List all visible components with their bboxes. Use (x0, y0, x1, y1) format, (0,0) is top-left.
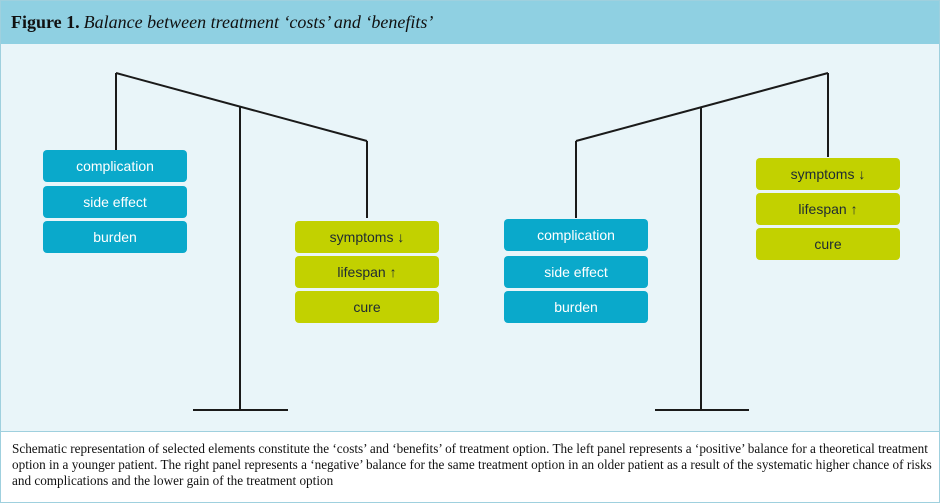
left-cost-side-effect: side effect (43, 186, 187, 218)
right-benefit-symptoms: symptoms ↓ (756, 158, 900, 190)
left-benefit-cure: cure (295, 291, 439, 323)
right-scale (575, 72, 829, 411)
right-cost-burden: burden (504, 291, 648, 323)
right-benefit-cure: cure (756, 228, 900, 260)
caption-text: Schematic representation of selected ele… (12, 441, 932, 488)
figure-caption: Schematic representation of selected ele… (1, 431, 939, 502)
right-cost-complication: complication (504, 219, 648, 251)
left-scale (115, 72, 368, 411)
left-benefit-symptoms: symptoms ↓ (295, 221, 439, 253)
left-cost-burden: burden (43, 221, 187, 253)
right-cost-side-effect: side effect (504, 256, 648, 288)
balance-scales-svg (115, 72, 829, 411)
left-cost-complication: complication (43, 150, 187, 182)
right-benefit-lifespan: lifespan ↑ (756, 193, 900, 225)
balance-diagram: complication side effect burden symptoms… (1, 44, 939, 431)
left-beam (115, 72, 368, 142)
figure-header: Figure 1.Balance between treatment ‘cost… (1, 1, 939, 44)
figure-title: Figure 1.Balance between treatment ‘cost… (11, 12, 433, 33)
figure-title-text: Balance between treatment ‘costs’ and ‘b… (83, 12, 434, 32)
left-benefit-lifespan: lifespan ↑ (295, 256, 439, 288)
figure-label: Figure 1. (11, 12, 80, 32)
